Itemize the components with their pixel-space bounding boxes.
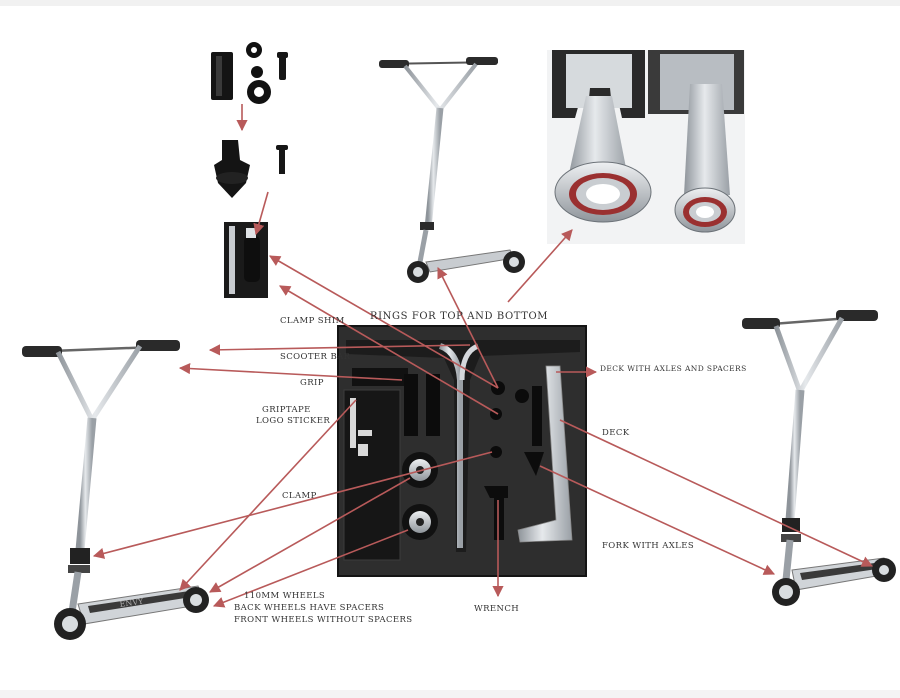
label-rings: RINGS FOR TOP AND BOTTOM: [370, 311, 549, 322]
arrow-shim-2: [253, 191, 269, 236]
arrow-griptape: [179, 399, 357, 591]
scooter-left: ENVY: [22, 340, 209, 640]
arrow-fork: [539, 465, 776, 575]
bottom-strip: [0, 690, 900, 698]
scooter-right: [742, 310, 896, 606]
label-wheels-line3: FRONT WHEELS WITHOUT SPACERS: [234, 615, 413, 625]
arrow-clamp: [92, 451, 493, 559]
scooter-small-top: [379, 57, 525, 283]
label-wrench: WRENCH: [474, 604, 520, 614]
arrow-deck: [559, 419, 874, 567]
arrow-wheels-1: [209, 477, 411, 593]
deck-brand-text: ENVY: [119, 597, 145, 609]
arrow-clamp-shim: [269, 255, 499, 389]
arrow-rings-top: [437, 266, 499, 389]
arrow-scooter-bar: [208, 344, 471, 356]
label-clamp: CLAMP: [282, 491, 317, 501]
headtube-photos: [547, 50, 745, 244]
foam-box: [337, 325, 587, 577]
label-clamp-shim: CLAMP SHIM: [280, 316, 345, 326]
label-grip: GRIP: [300, 378, 324, 388]
label-scooter-bar: SCOOTER BAR: [280, 352, 351, 362]
arrow-grip: [178, 362, 403, 381]
top-strip: [0, 0, 900, 6]
label-deck: DECK: [602, 428, 630, 438]
label-deck-with-axles: DECK WITH AXLES AND SPACERS: [600, 364, 747, 373]
label-wheels-line1: 110MM WHEELS: [244, 591, 326, 601]
label-griptape: GRIPTAPE: [262, 405, 311, 415]
callout-arrows: [92, 255, 874, 608]
label-logo-sticker: LOGO STICKER: [256, 416, 331, 426]
label-wheels-line2: BACK WHEELS HAVE SPACERS: [234, 603, 385, 613]
arrow-clamp-shim-2: [279, 285, 499, 415]
arrow-rings: [507, 229, 573, 303]
arrow-wheels-2: [212, 529, 409, 608]
label-fork-with-axles: FORK WITH AXLES: [602, 541, 695, 551]
